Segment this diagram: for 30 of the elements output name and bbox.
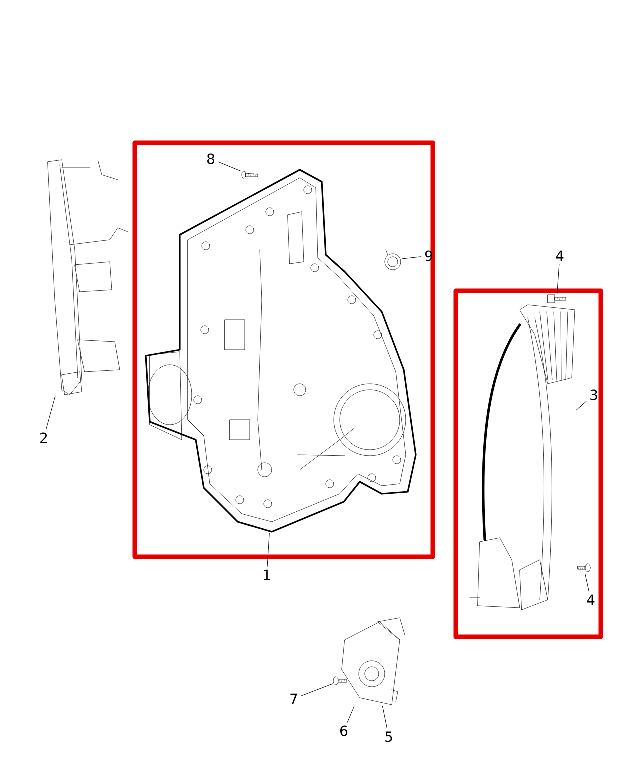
bolt-drawing [578,564,591,572]
leader-line [557,264,560,294]
callout-number: 3 [590,390,598,400]
window-regulator-drawing [470,304,576,610]
screw-drawing [333,676,348,686]
leader-line [46,396,56,430]
leader-line [347,706,355,723]
leader-line [267,532,270,567]
callout-number: 4 [587,594,595,606]
leader-line [402,256,422,260]
motor-drawing [342,618,406,706]
callout-number: 5 [386,732,392,742]
leader-line [301,684,334,696]
regulator-track-drawing [48,160,128,396]
clip-drawing [384,250,402,270]
leader-line [576,401,587,411]
callout-number: 8 [208,154,214,164]
door-panel-drawing [145,169,417,533]
frame [132,140,436,560]
frame [454,288,604,640]
leader-line [382,706,388,729]
callout-number: 2 [40,432,48,444]
callout-number: 6 [340,726,348,736]
bolt-drawing [548,294,566,304]
callout-number: 1 [264,570,270,580]
leader-line [218,162,242,172]
callout-number: 4 [556,250,564,262]
leader-line [584,572,590,592]
callout-number: 7 [290,694,298,704]
screw-drawing [242,171,258,179]
